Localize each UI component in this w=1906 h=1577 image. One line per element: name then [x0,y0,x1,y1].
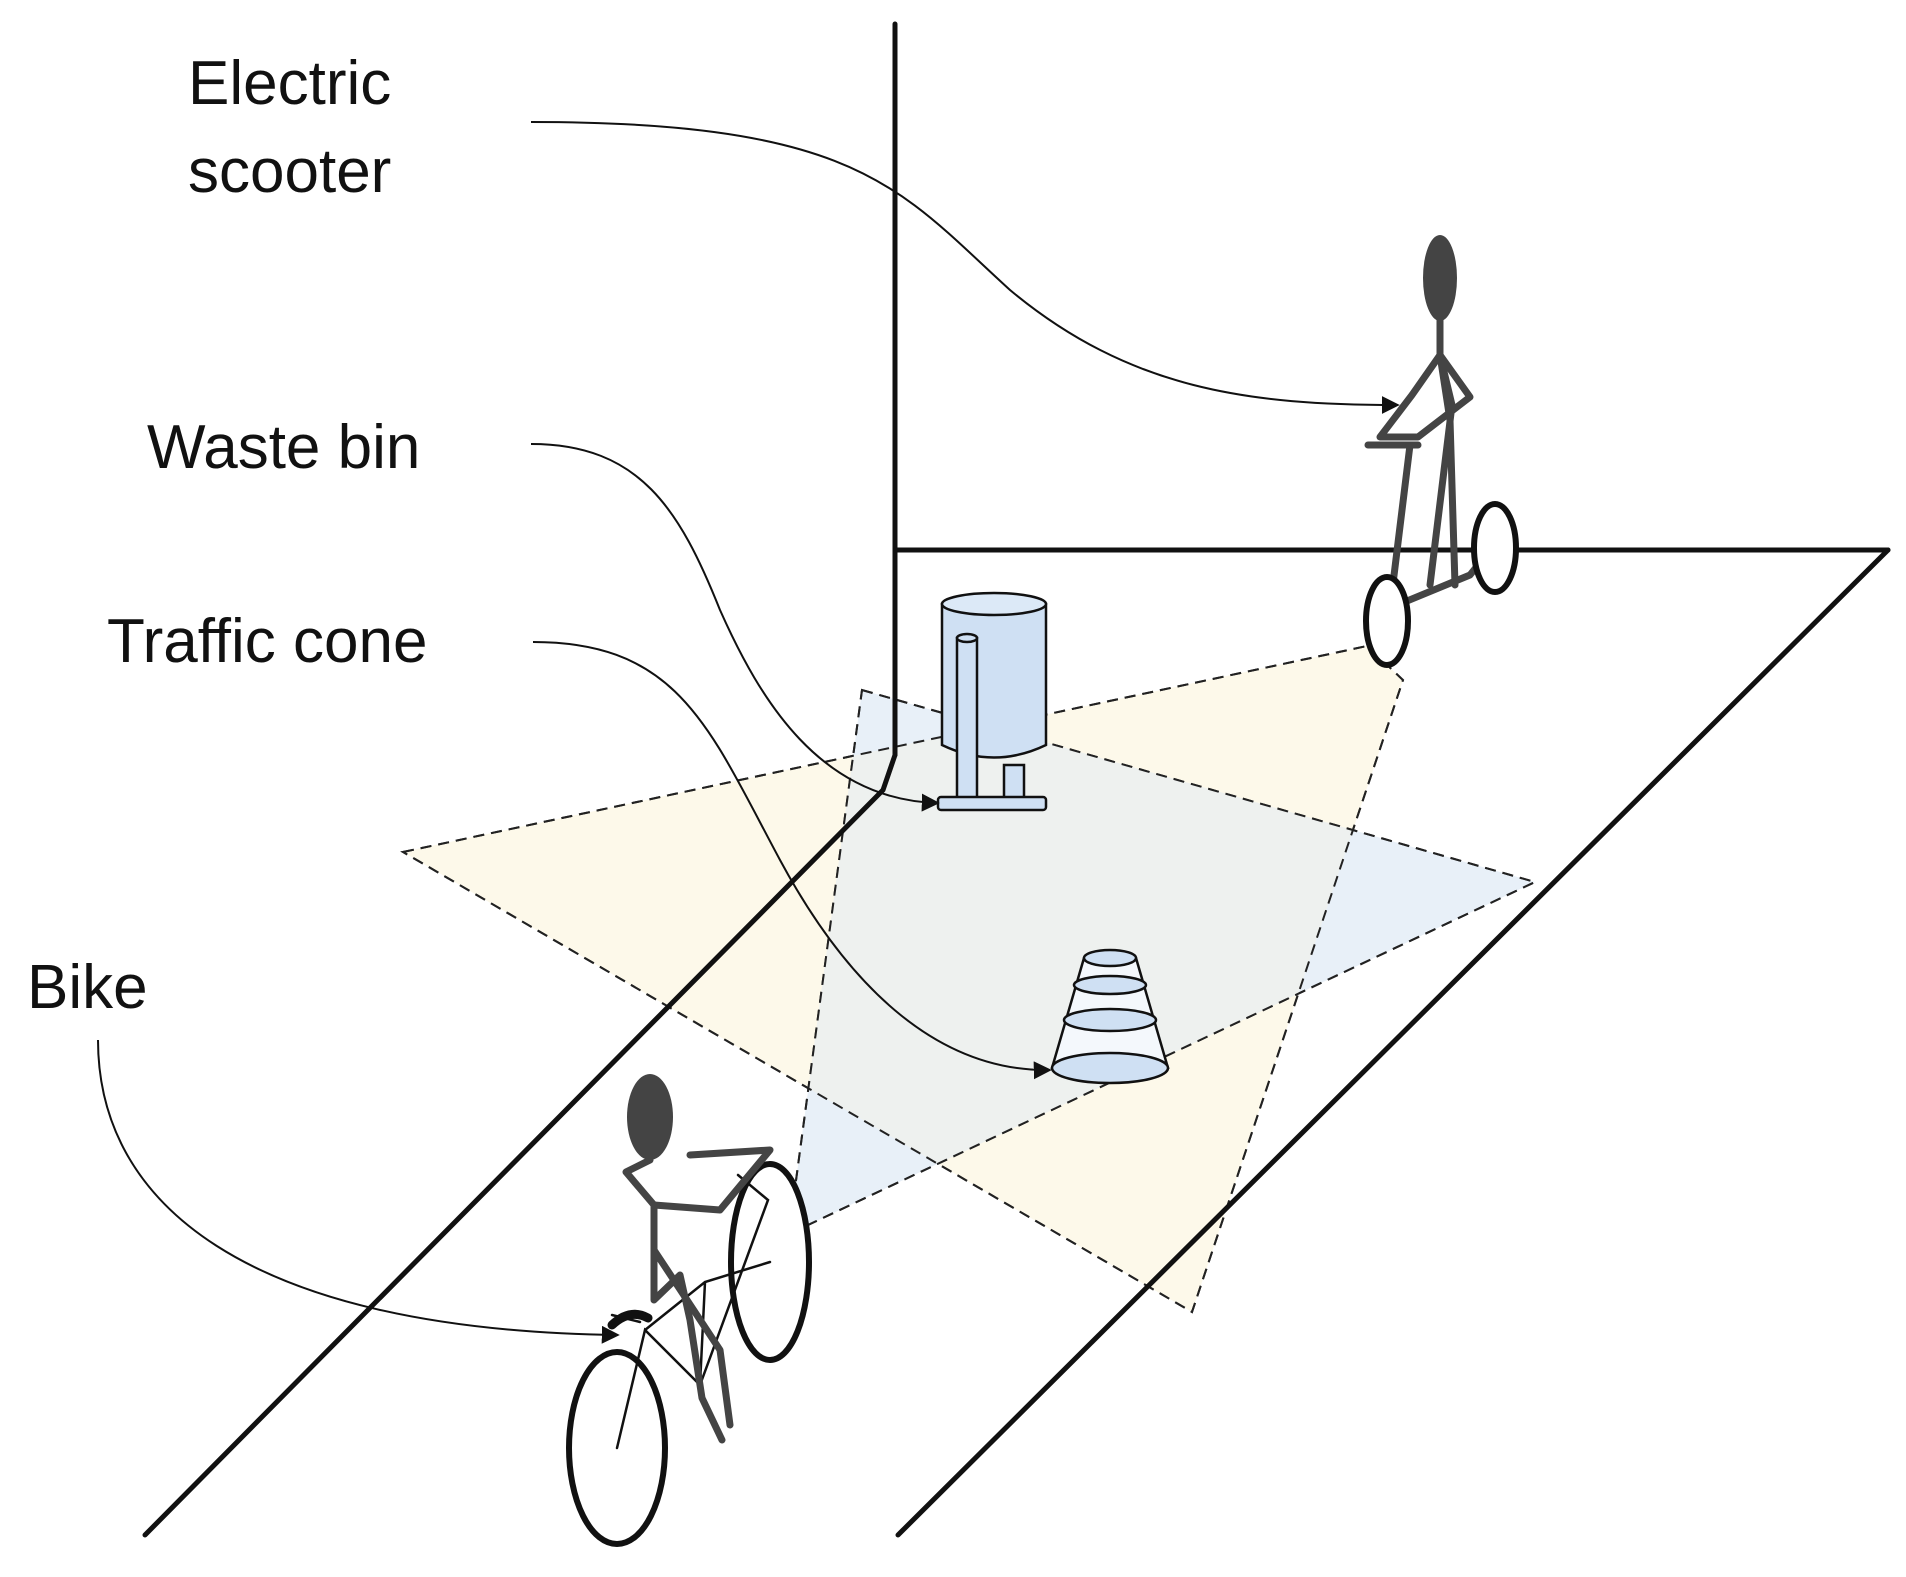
traffic-cone-callout-arrow [532,641,1052,1080]
label-electric-scooter-line1: Electric [188,49,391,118]
traffic-cone-icon [1050,948,1170,1085]
bike-icon [566,1074,812,1547]
label-traffic-cone: Traffic cone [107,607,427,676]
scooter-rider-head [1423,235,1457,321]
bike-rider-head [627,1074,673,1160]
road-edges [142,21,1891,1538]
bike-callout-arrow [97,1039,620,1344]
scooter-callout-arrow [530,121,1400,414]
fov-region-overlap [790,690,1403,1225]
waste-bin-callout-arrow [530,443,940,812]
scooter-front-wheel [1363,574,1411,668]
label-electric-scooter-line2: scooter [188,137,391,206]
label-bike: Bike [27,953,148,1022]
electric-scooter-icon [1363,235,1519,668]
label-waste-bin: Waste bin [147,413,420,482]
waste-bin-icon [936,591,1048,812]
scooter-rear-wheel [1471,501,1519,595]
